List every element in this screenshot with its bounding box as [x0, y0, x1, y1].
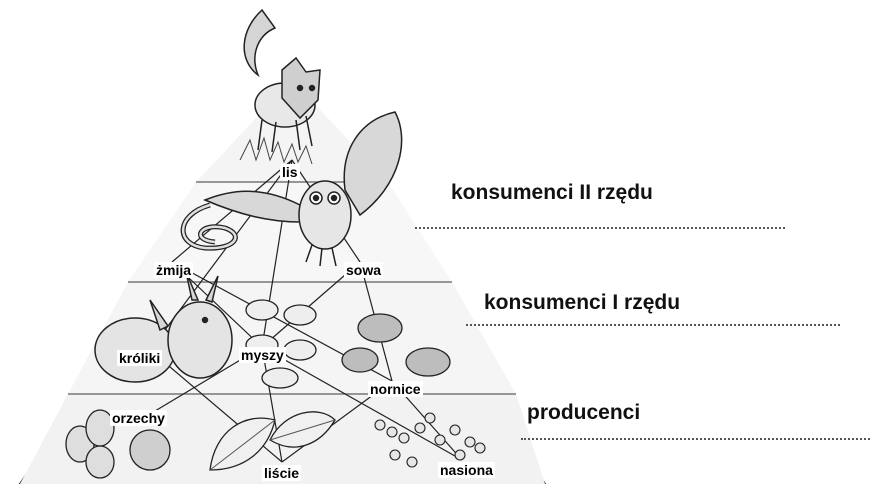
voles-illustration [341, 313, 451, 377]
mice-illustration [245, 299, 317, 389]
viper-illustration [180, 202, 238, 251]
nuts-illustration [65, 409, 171, 479]
label-nornice: nornice [368, 381, 423, 397]
answer-line-producenci [521, 438, 870, 440]
level-title-konsumenci-1: konsumenci I rzędu [484, 291, 681, 314]
label-kroliki: króliki [117, 350, 163, 366]
answer-line-konsumenci-1 [466, 324, 840, 326]
level-title-konsumenci-2: konsumenci II rzędu [451, 181, 653, 204]
link-sowa-myszy [261, 261, 361, 348]
level-title-producenci: producenci [527, 401, 641, 424]
label-liscie: liście [262, 465, 302, 481]
leaves-illustration [209, 411, 336, 471]
label-zmija: żmija [154, 262, 194, 278]
label-sowa: sowa [344, 262, 384, 278]
label-lis: lis [280, 164, 300, 180]
label-orzechy: orzechy [110, 410, 167, 426]
pyramid-band-top [196, 80, 388, 182]
seeds-illustration [374, 412, 486, 468]
fox-illustration [239, 8, 321, 165]
owl-illustration [203, 111, 403, 267]
label-nasiona: nasiona [438, 462, 495, 478]
label-myszy: myszy [239, 347, 286, 363]
answer-line-konsumenci-2 [415, 227, 785, 229]
